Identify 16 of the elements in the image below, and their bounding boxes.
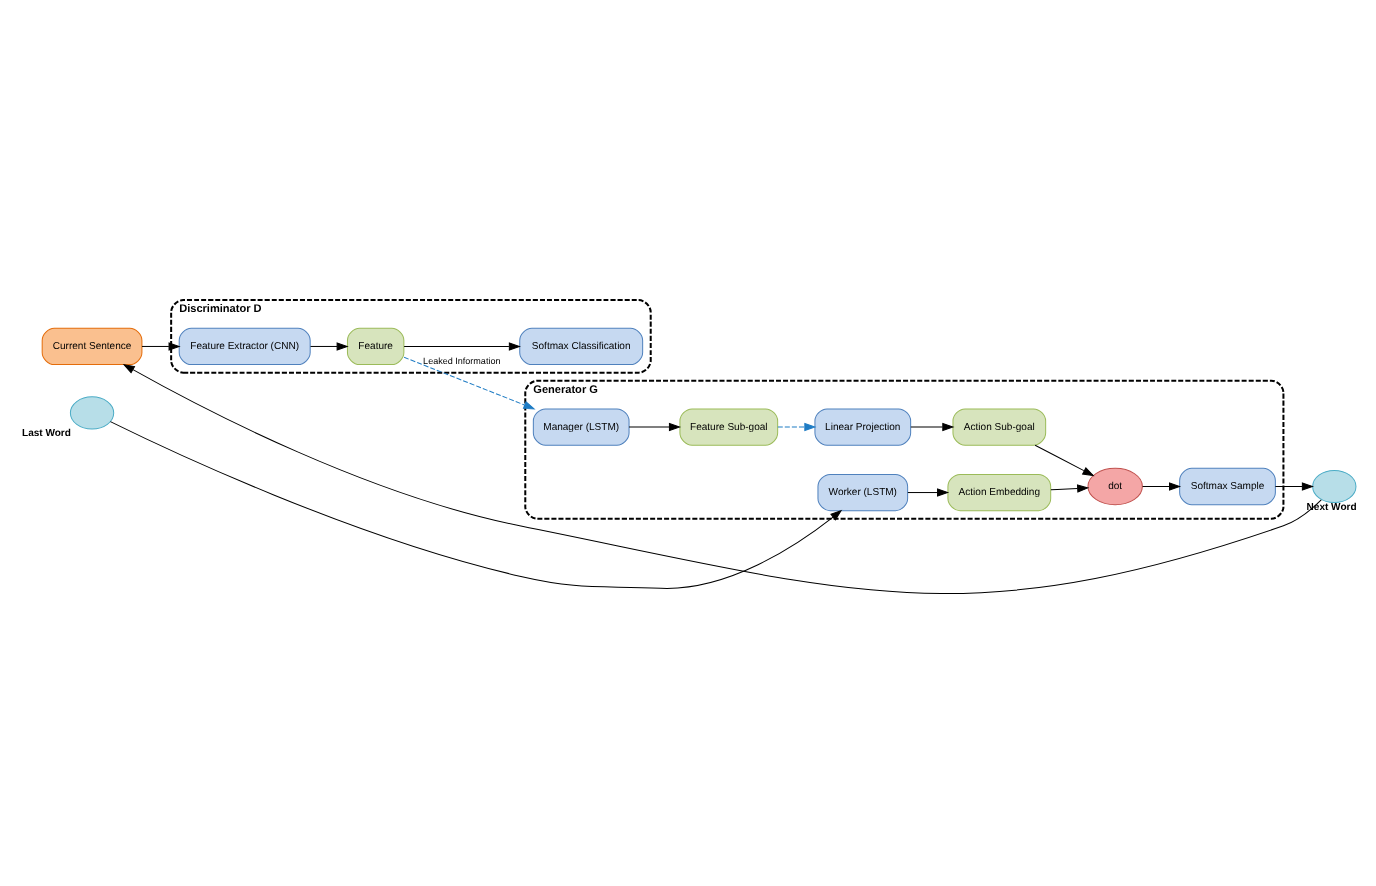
arrow	[108, 421, 842, 589]
arrow	[140, 342, 180, 351]
arrow	[1273, 482, 1313, 491]
arrow	[906, 488, 949, 497]
arrow	[121, 363, 1321, 594]
arrow	[1049, 484, 1089, 493]
arrow	[1033, 444, 1094, 477]
node-circle	[1311, 469, 1356, 504]
arrow	[627, 422, 681, 432]
arrow	[402, 342, 520, 351]
arrow	[776, 422, 816, 432]
arrow	[309, 342, 348, 351]
node-circle	[68, 396, 114, 430]
arrow	[1141, 482, 1181, 491]
arrow	[402, 356, 535, 410]
arrow	[909, 422, 954, 432]
